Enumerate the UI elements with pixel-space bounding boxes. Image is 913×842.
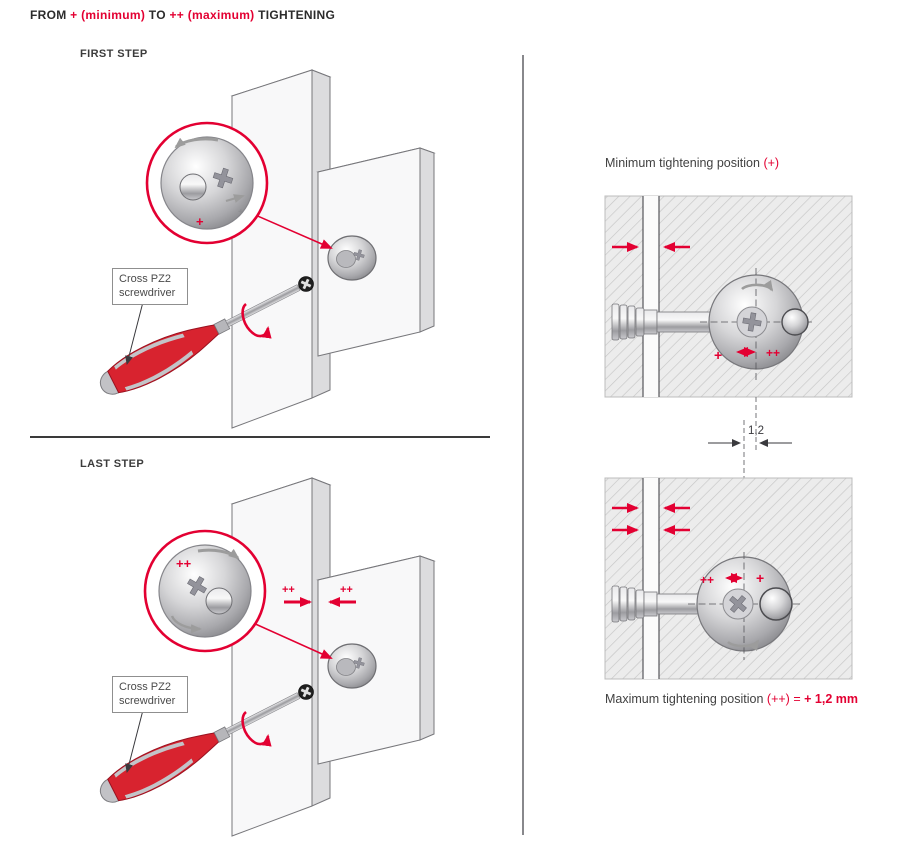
rotation-arrow-icon	[241, 710, 272, 747]
title-plus: +	[70, 8, 78, 22]
cam-fitting	[328, 236, 376, 280]
dimension-value: 1,2	[748, 425, 764, 437]
dowel-head-hole	[759, 587, 793, 621]
max-position-equals: =	[793, 692, 801, 706]
max-position-text: Maximum tightening position	[605, 692, 764, 706]
first-step-illustration: + +	[93, 69, 436, 429]
label-pointer-arrow	[125, 709, 144, 773]
plusplus-mark: ++	[282, 584, 295, 596]
first-step-label: FIRST STEP	[80, 48, 148, 60]
magnifier-pointer-arrow	[250, 621, 333, 659]
horizontal-divider	[30, 436, 490, 438]
tool-label-line2: screwdriver	[119, 695, 176, 708]
plusplus-mark: ++	[766, 346, 780, 360]
title-to: TO	[148, 8, 166, 22]
last-step-illustration: ++ ++ ++	[93, 477, 436, 837]
panel-joint-gap	[643, 478, 659, 679]
rotation-arrow-icon	[241, 302, 272, 339]
title-tightening: TIGHTENING	[258, 8, 336, 22]
tool-label-line1: Cross PZ2	[119, 273, 171, 285]
min-position-text: Minimum tightening position	[605, 156, 760, 170]
plusplus-mark: ++	[700, 573, 714, 587]
title-plusplus: ++	[169, 8, 185, 22]
title-maximum: (maximum)	[187, 8, 255, 22]
max-position-symbol: (++)	[766, 692, 790, 706]
dowel	[611, 303, 714, 341]
max-position-label: Maximum tightening position (++) = + 1,2…	[605, 692, 858, 706]
min-position-symbol: (+)	[763, 156, 780, 170]
plusplus-mark: ++	[176, 556, 192, 571]
min-position-label: Minimum tightening position (+)	[605, 156, 779, 170]
turn-arrow-bottom-icon	[170, 615, 202, 634]
dowel-head-ball	[179, 173, 207, 201]
title-from: FROM	[30, 8, 67, 22]
plus-mark: +	[756, 570, 764, 586]
magnifier-detail: ++	[143, 529, 333, 659]
panel-joint-gap	[643, 196, 659, 397]
magnifier-detail: + +	[145, 121, 333, 249]
tool-label-line2: screwdriver	[119, 287, 176, 300]
vertical-divider	[522, 55, 524, 835]
plusplus-mark: ++	[340, 584, 353, 596]
plus-mark: +	[196, 214, 204, 229]
turn-arrow-icon	[197, 548, 240, 560]
dowel-head-ball	[205, 587, 233, 615]
cam-fitting	[328, 644, 376, 688]
turn-arrow-icon	[741, 279, 774, 292]
dowel	[611, 585, 708, 623]
dowel-head-hole	[781, 308, 809, 336]
push-arrows: ++ ++	[282, 584, 356, 607]
cabinet-back-panel	[230, 69, 332, 429]
tool-label-line1: Cross PZ2	[119, 681, 171, 693]
tool-label-first: Cross PZ2 screwdriver	[112, 268, 188, 305]
title-minimum: (minimum)	[81, 8, 146, 22]
dimension-annotation: 1,2	[708, 397, 792, 478]
plus-mark-gray: +	[238, 207, 244, 218]
screw-head	[298, 276, 314, 292]
screw-head	[298, 684, 314, 700]
max-position-diagram: ++ +	[604, 477, 853, 680]
cabinet-back-panel	[230, 477, 332, 837]
small-move-arrow-icon	[225, 194, 245, 203]
plus-mark: +	[714, 347, 722, 363]
tool-label-last: Cross PZ2 screwdriver	[112, 676, 188, 713]
page-title: FROM + (minimum) TO ++ (maximum) TIGHTEN…	[30, 8, 335, 22]
turn-arrow-icon	[174, 137, 219, 149]
cam-enlarged	[160, 136, 254, 230]
magnifier-pointer-arrow	[252, 213, 333, 249]
label-pointer-arrow	[125, 301, 144, 365]
max-position-value: + 1,2 mm	[804, 692, 858, 706]
turn-arrow-icon	[727, 639, 760, 652]
last-step-label: LAST STEP	[80, 458, 145, 470]
min-position-diagram: + ++	[604, 195, 853, 398]
